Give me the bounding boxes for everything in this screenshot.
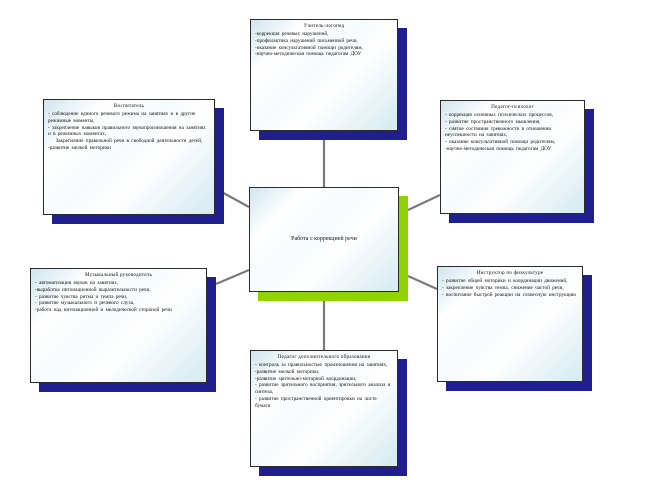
node-line: - развитие общей моторики и координации … [442,277,568,284]
node-line: -научно-методическая помощь педагогам ДО… [445,146,552,153]
node-line: - соблюдение единого речевого режима на … [48,110,196,124]
connector-left-bottom [215,268,250,286]
connector-right-top [407,194,441,211]
node-speech-therapist: Учитель-логопед -коррекция речевых наруш… [250,19,398,131]
node-additional-education-teacher: Педагог дополнительного образования - ко… [250,350,398,467]
node-line: - развитие музыкального и речевого слуха… [35,300,135,307]
node-line: - развитие пространственной ориентировки… [255,396,377,410]
node-center-speech-correction: Работа с коррекцией речи [249,187,399,292]
connector-left-top [217,189,250,208]
node-line: - развитие чувства ритма и темпа речи, [35,293,128,300]
node-line: - воспитание быстрой реакции на словесну… [442,291,577,298]
connector-right-bottom [407,274,438,291]
node-line: - закрепление навыков правильного звукоп… [48,124,206,138]
node-title: Инструктор по физкультуре [476,270,544,276]
node-title: Музыкальный руководитель [84,272,153,278]
node-educator: Воспитатель - соблюдение единого речевог… [43,99,215,215]
node-line: Закрепление правильной речи в свободной … [55,138,203,145]
node-line: -работа над интонационной и мелодической… [35,307,172,314]
node-line: -выработка интонационной выразительности… [35,286,151,293]
node-line: -коррекция речевых нарушений, [255,30,329,37]
node-line: - снятие состояния тревожности в отношен… [445,125,552,139]
node-title: Учитель-логопед [303,23,345,29]
node-line: -оказание консультативной помощи родител… [255,44,363,51]
node-line: -научно-методическая помощь педагогам ДО… [255,51,362,58]
node-line: - коррекция основных психических процесс… [445,111,553,118]
node-line: -профилактика нарушений письменной речи, [255,37,358,44]
node-line: - развитие пространственного мышления, [445,118,541,125]
center-label: Работа с коррекцией речи [291,235,357,242]
node-music-director: Музыкальный руководитель - автоматизация… [30,268,207,383]
node-title: Педагог дополнительного образования [277,354,371,360]
node-line: - оказание консультативной помощи родите… [445,139,556,146]
node-line: - закрепление чувства темпа, снижение ча… [442,284,564,291]
node-title: Воспитатель [113,103,145,109]
node-line: -развитие мелкой моторики, [255,368,320,375]
node-line: - развитие зрительного восприятия, зрите… [255,382,391,396]
node-pe-instructor: Инструктор по физкультуре - развитие общ… [437,266,583,382]
node-line: - автоматизация звуков на занятиях, [35,279,119,286]
node-line: -развитие зрительно-моторной координации… [255,375,357,382]
node-psychologist: Педагог-психолог - коррекция основных пс… [440,100,585,214]
node-title: Педагог-психолог [491,104,534,110]
node-line: - контроль за правильностью произношения… [255,361,388,368]
node-line: -развитие мелкой моторики [48,145,111,152]
